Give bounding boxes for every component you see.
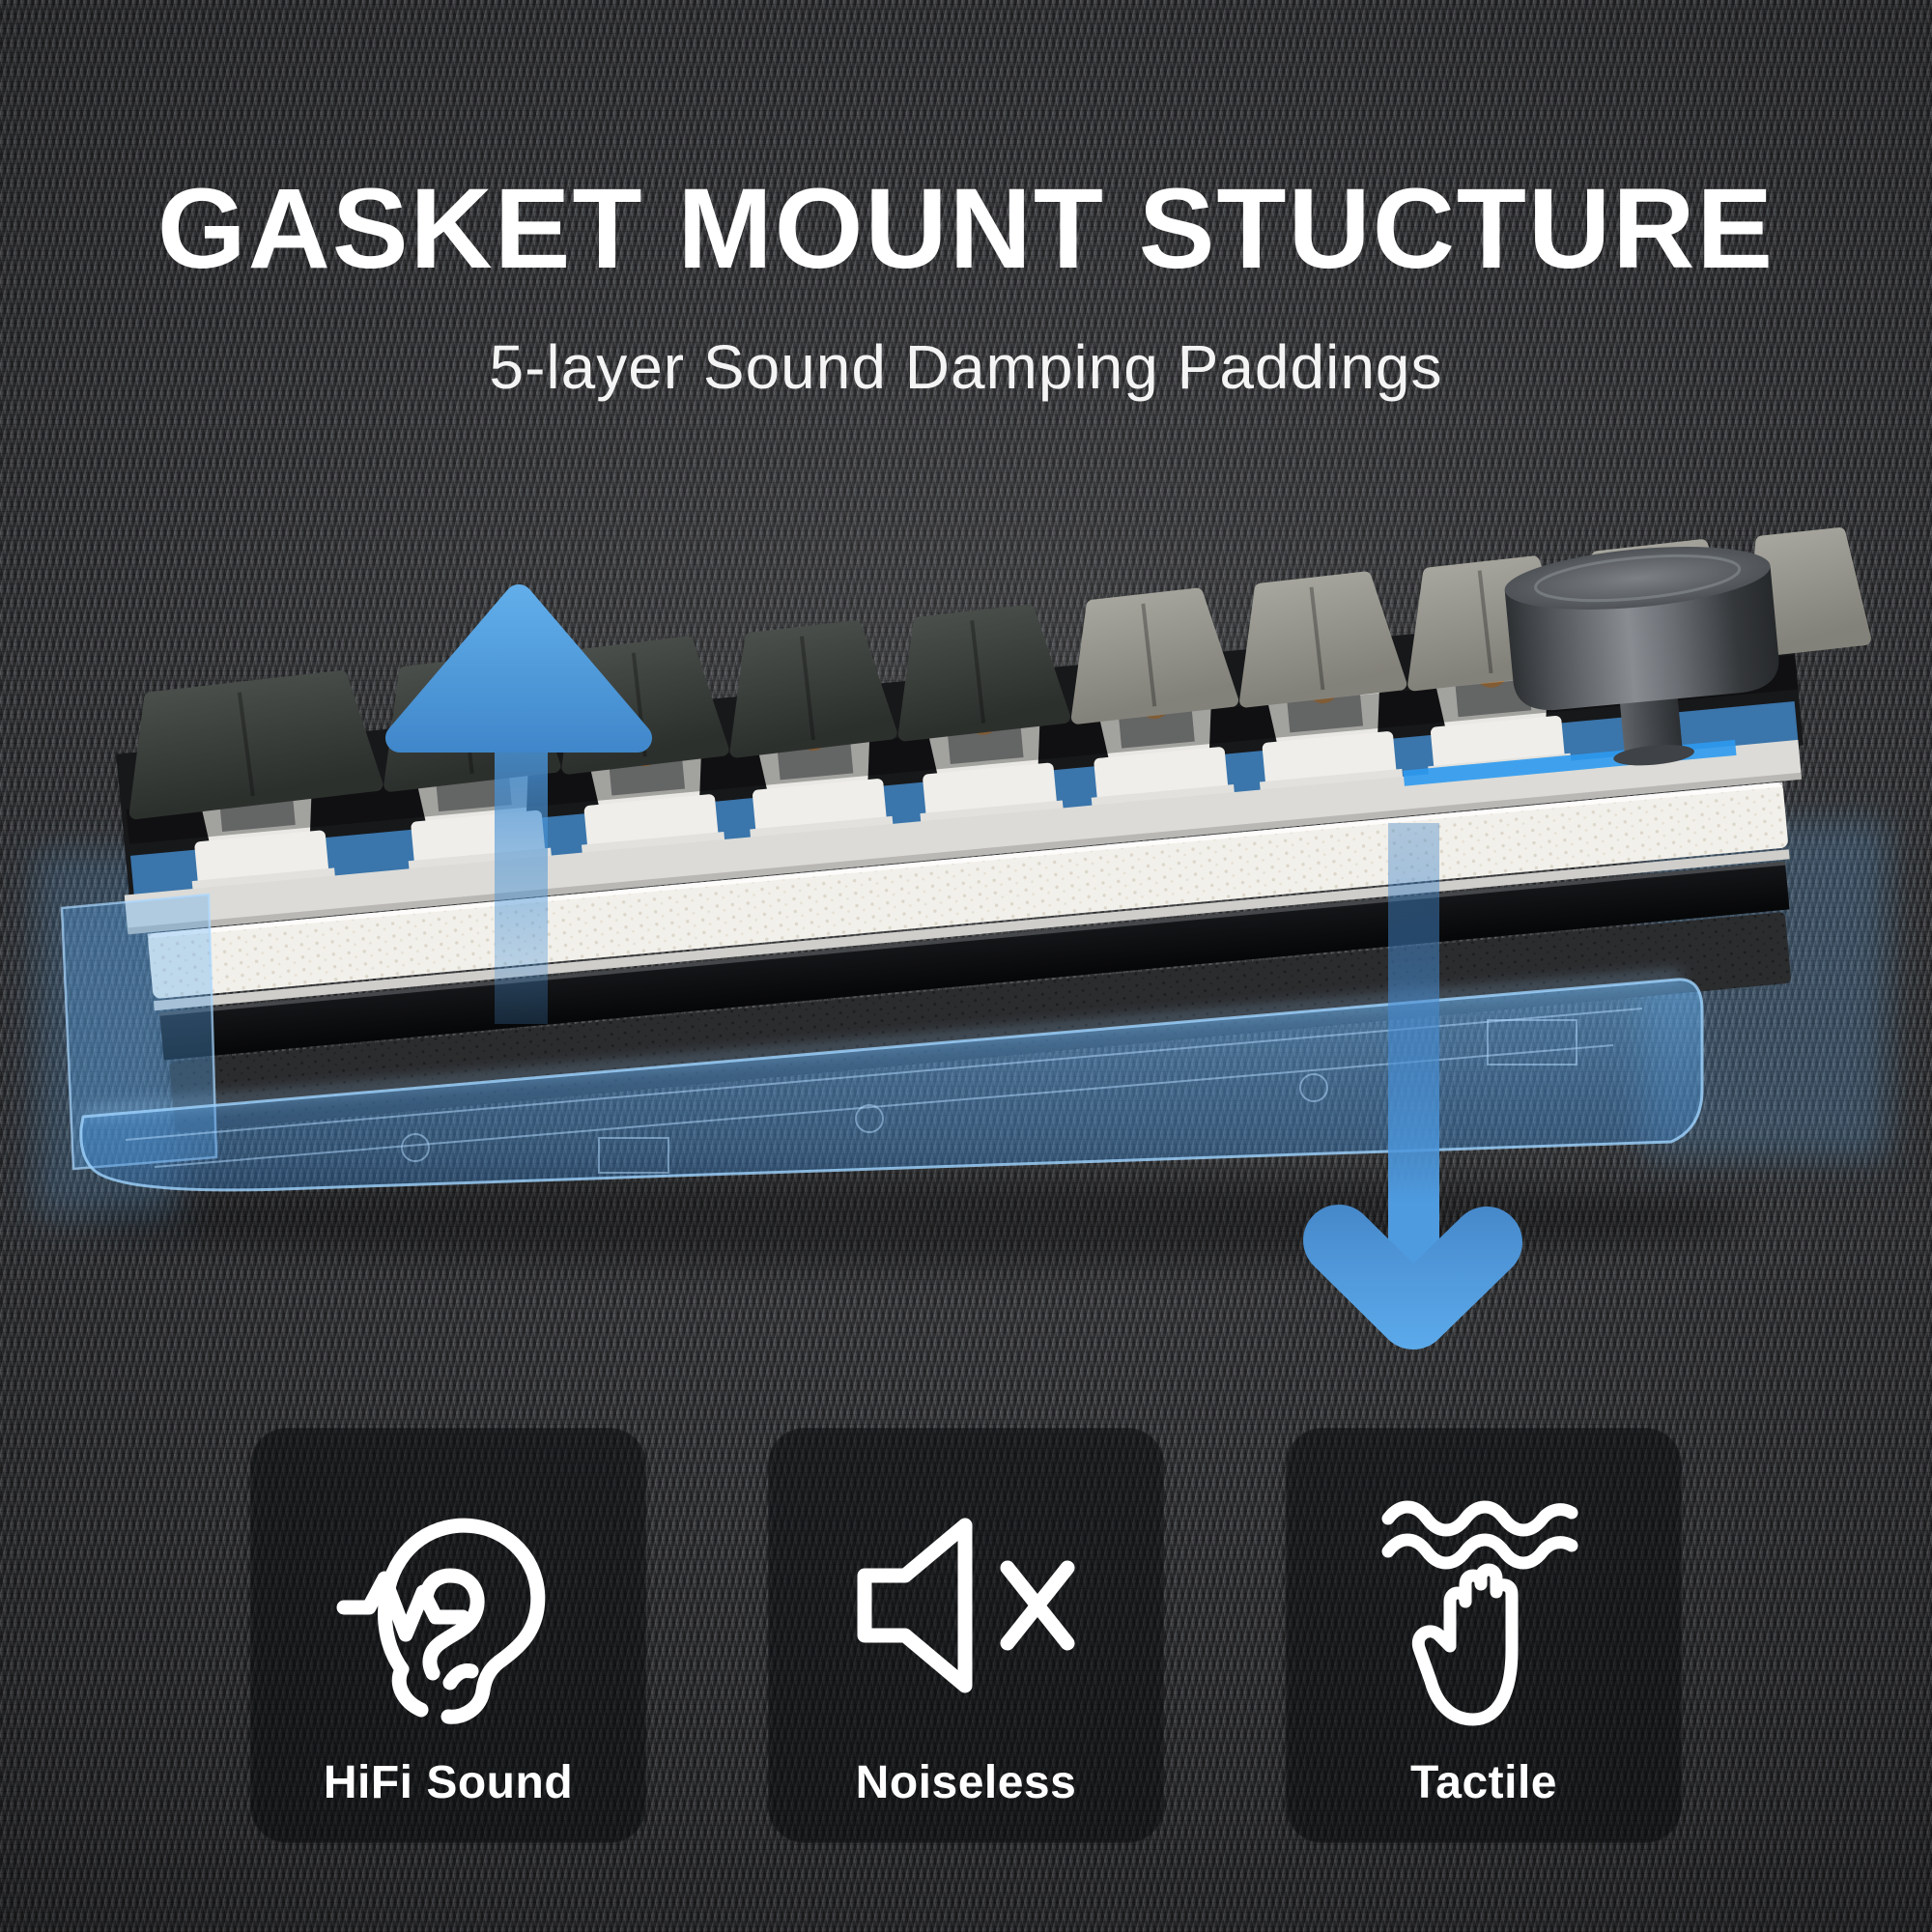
- bottom-case: [60, 893, 1704, 1192]
- page-subtitle: 5-layer Sound Damping Paddings: [489, 332, 1443, 402]
- feature-label: HiFi Sound: [323, 1757, 574, 1808]
- pcb-highlight: [159, 861, 1786, 1016]
- keycap: [1070, 587, 1238, 724]
- ixpe-film-layer: [153, 849, 1790, 1011]
- feature-card-noiseless: Noiseless: [768, 1428, 1164, 1843]
- feature-cards: HiFi Sound Noiseless Tactile: [250, 1428, 1682, 1843]
- keycap: [1239, 571, 1407, 708]
- feature-card-tactile: Tactile: [1286, 1428, 1682, 1843]
- arrow-down-icon: [1303, 823, 1522, 1350]
- keycap: [729, 620, 897, 758]
- page-title: GASKET MOUNT STUCTURE: [156, 165, 1776, 293]
- rotary-knob: [1504, 547, 1779, 766]
- speaker-muted-icon: [845, 1482, 1087, 1729]
- arrow-up-icon: [385, 584, 652, 1024]
- feature-card-hifi-sound: HiFi Sound: [250, 1428, 646, 1843]
- pcb-layer: [159, 861, 1790, 1061]
- ear-soundwave-icon: [336, 1482, 560, 1729]
- feature-label: Noiseless: [855, 1757, 1077, 1808]
- foam-highlight: [147, 781, 1783, 939]
- keycap: [897, 604, 1070, 742]
- feature-label: Tactile: [1410, 1757, 1557, 1808]
- hand-vibration-icon: [1373, 1482, 1595, 1729]
- case-foam-layer: [148, 782, 1788, 999]
- keycap: [128, 669, 384, 820]
- case-body: [79, 978, 1704, 1192]
